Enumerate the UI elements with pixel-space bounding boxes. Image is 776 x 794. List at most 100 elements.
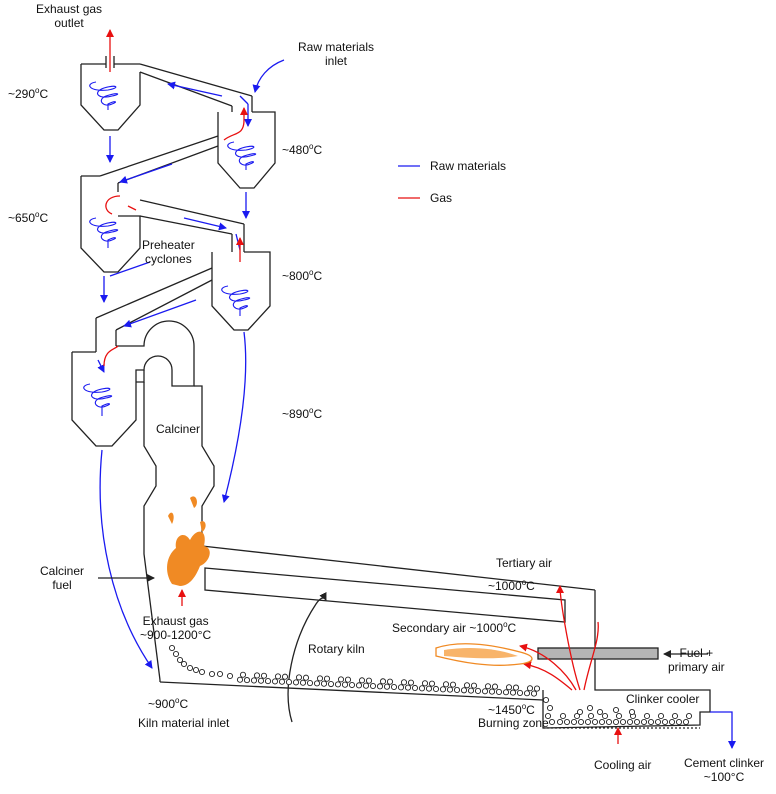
cyclone-swirls <box>83 81 257 416</box>
clinker-pellet <box>523 690 531 697</box>
clinker-pellet <box>292 679 300 686</box>
clinker-pellet <box>647 718 655 726</box>
clinker-pellet <box>285 679 293 686</box>
clinker-pellet <box>253 672 261 679</box>
flames <box>167 496 533 666</box>
legend <box>398 165 420 199</box>
clinker-pellet <box>271 678 279 685</box>
clinker-pellet <box>542 696 550 704</box>
black-arrows <box>98 574 708 723</box>
clinker-pellet <box>495 688 503 695</box>
clinker-pellet <box>640 718 648 726</box>
clinker-pellet <box>421 680 429 687</box>
clinker-pellet <box>563 718 571 726</box>
clinker-pellet <box>463 682 471 689</box>
clinker-pellet <box>654 718 662 726</box>
clinker-pellet <box>573 712 581 720</box>
clinker-pellet <box>299 679 307 686</box>
clinker-pellet <box>460 687 468 694</box>
secondary-air-label: Secondary air ~1000oC <box>392 620 517 635</box>
clinker-pellet <box>559 712 567 720</box>
fuel-primary-label: Fuel +primary air <box>668 646 725 674</box>
clinker-pellet <box>264 678 272 685</box>
clinker-pellet <box>619 718 627 726</box>
calciner-body <box>143 382 161 681</box>
clinker-pellets <box>168 644 693 726</box>
temp-890: ~890oC <box>282 406 323 421</box>
calciner-kiln-structure <box>143 370 711 729</box>
clinker-pellet <box>657 712 665 720</box>
clinker-pellet <box>316 675 324 682</box>
clinker-pellet <box>208 670 216 678</box>
clinker-pellet <box>334 681 342 688</box>
clinker-pellet <box>295 674 303 681</box>
clinker-pellet <box>186 664 194 672</box>
tertiary-air-label: Tertiary air <box>496 556 553 570</box>
clinker-pellet <box>481 688 489 695</box>
clinker-pellet <box>400 679 408 686</box>
clinker-pellet <box>484 683 492 690</box>
clinker-pellet <box>216 670 224 678</box>
cyclone-5 <box>71 352 137 447</box>
clinker-pellet <box>643 712 651 720</box>
clinker-pellet <box>596 708 604 716</box>
clinker-pellet <box>172 650 180 658</box>
clinker-pellet <box>577 718 585 726</box>
clinker-pellet <box>257 677 265 684</box>
rotary-kiln-label: Rotary kiln <box>308 642 365 656</box>
clinker-pellet <box>379 678 387 685</box>
cyclone-4 <box>211 251 271 331</box>
clinker-pellet <box>407 679 415 686</box>
clinker-pellet <box>348 681 356 689</box>
clinker-pellet <box>598 718 606 726</box>
clinker-pellet <box>243 677 251 684</box>
clinker-pellet <box>449 681 457 688</box>
clinker-pellet <box>467 687 475 694</box>
clinker-pellet <box>470 682 478 689</box>
clinker-pellet <box>661 718 669 726</box>
clinker-pellet <box>428 680 436 687</box>
cyclone-3 <box>80 176 141 273</box>
clinker-pellet <box>586 704 594 712</box>
clinker-pellet <box>556 718 564 726</box>
clinker-pellet <box>626 718 634 726</box>
clinker-pellet <box>576 708 584 716</box>
burning-zone-label: Burning zone <box>478 716 549 730</box>
clinker-pellet <box>168 644 176 652</box>
clinker-pellet <box>386 678 394 685</box>
clinker-pellet <box>548 718 556 726</box>
clinker-pellet <box>546 704 554 712</box>
clinker-pellet <box>369 682 377 690</box>
temp-290: ~290oC <box>8 86 49 101</box>
clinker-pellet <box>176 656 184 664</box>
clinker-pellet <box>362 682 370 689</box>
tertiary-temp: ~1000oC <box>488 578 535 593</box>
clinker-pellet <box>320 680 328 687</box>
cyclone-2 <box>217 111 276 189</box>
clinker-pellet <box>313 680 321 687</box>
temp-900: ~900oC <box>148 696 189 711</box>
clinker-pellet <box>612 706 620 714</box>
clinker-pellet <box>404 684 412 691</box>
clinker-cooler <box>542 590 711 729</box>
clinker-pellet <box>250 677 258 684</box>
gas-flow <box>103 29 622 744</box>
clinker-pellet <box>488 688 496 695</box>
clinker-pellet <box>425 685 433 692</box>
clinker-pellet <box>453 686 461 694</box>
clinker-pellet <box>439 686 447 693</box>
clinker-pellet <box>383 683 391 690</box>
clinker-pellet <box>418 685 426 692</box>
clinker-pellet <box>344 676 352 683</box>
clinker-pellet <box>526 685 534 692</box>
clinker-pellet <box>605 718 613 726</box>
clinker-pellet <box>365 677 373 684</box>
clinker-pellet <box>530 690 538 697</box>
clinker-pellet <box>260 672 268 679</box>
clinker-pellet <box>628 708 636 716</box>
temp-1450: ~1450oC <box>488 702 535 717</box>
